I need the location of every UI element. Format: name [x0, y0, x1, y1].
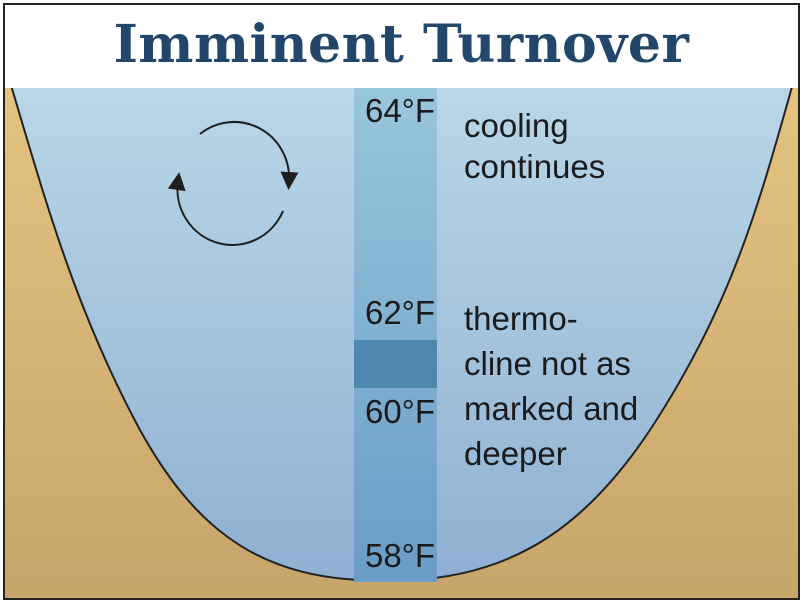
temperature-62: 62°F [364, 294, 436, 331]
cooling-note: cooling continues [464, 105, 605, 187]
cooling-note-line: continues [464, 148, 606, 185]
outer-frame [3, 3, 800, 600]
thermocline-note-line: thermo- [464, 300, 578, 337]
temperature-58: 58°F [364, 537, 436, 574]
circular-arrows-icon [167, 120, 299, 246]
thermocline-note: thermo- cline not as marked and deeper [464, 296, 638, 476]
thermocline-note-line: marked and [464, 390, 639, 427]
cooling-note-line: cooling [464, 107, 569, 144]
title-banner [4, 4, 799, 88]
temperature-64: 64°F [364, 92, 436, 129]
thermocline-note-line: cline not as [464, 345, 631, 382]
temperature-column [354, 88, 437, 582]
diagram-title: Imminent Turnover [113, 14, 690, 75]
thermocline-band [354, 340, 437, 388]
thermocline-note-line: deeper [464, 435, 567, 472]
temperature-60: 60°F [364, 393, 436, 430]
